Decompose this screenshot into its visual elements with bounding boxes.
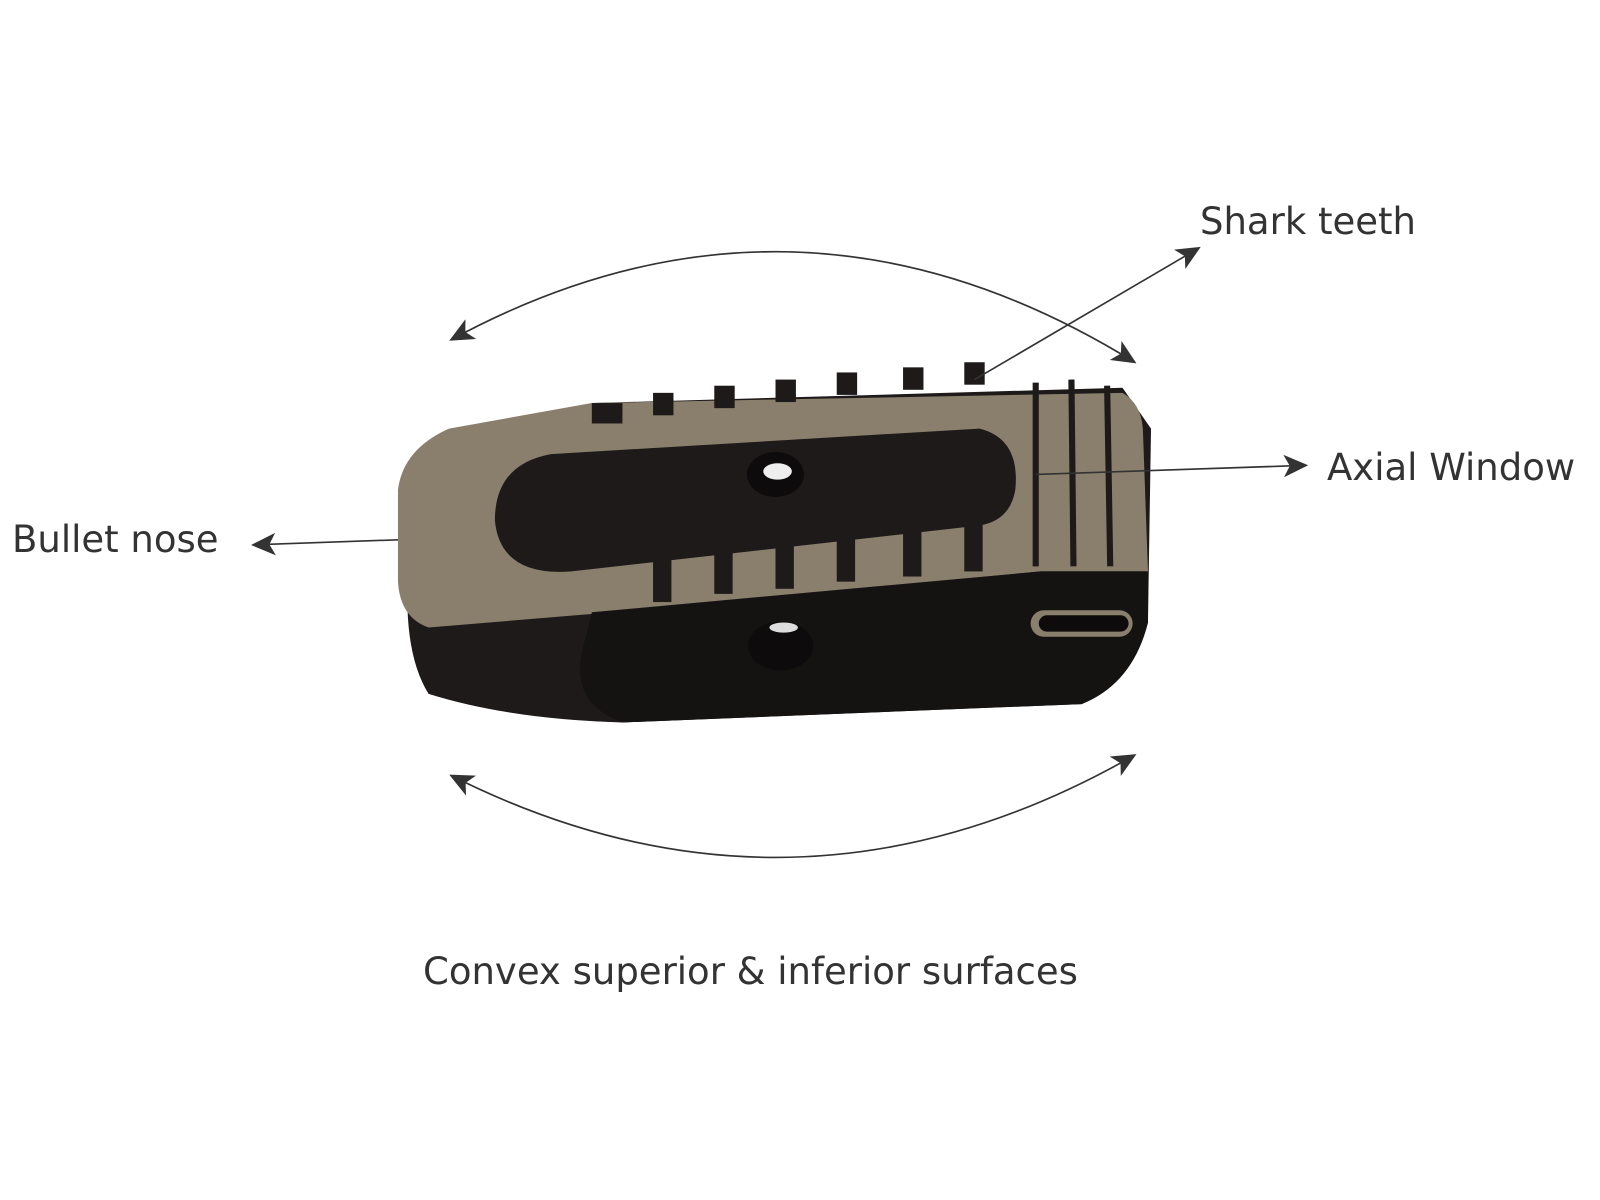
annotation-arrows [251, 246, 1309, 859]
label-bullet-nose: Bullet nose [12, 518, 219, 561]
axial-window-arrow [1035, 454, 1309, 478]
label-axial-window: Axial Window [1327, 446, 1576, 489]
convex-bottom-arrow [449, 754, 1137, 859]
shark-teeth-arrow [974, 246, 1201, 381]
bullet-nose-arrow [251, 532, 398, 556]
label-convex-surfaces: Convex superior & inferior surfaces [423, 950, 1078, 993]
convex-top-arrow [449, 250, 1137, 364]
label-shark-teeth: Shark teeth [1200, 200, 1417, 243]
implant-cage [397, 362, 1152, 723]
